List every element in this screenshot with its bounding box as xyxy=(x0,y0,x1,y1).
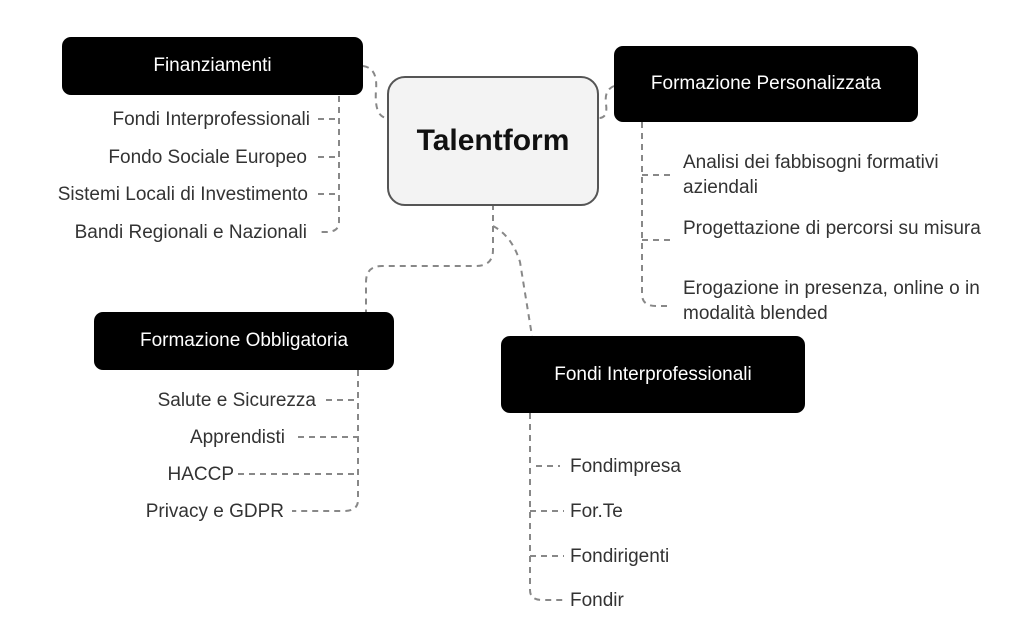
link-center-fondi xyxy=(492,225,533,337)
link-center-finanziamenti xyxy=(362,65,389,119)
central-node[interactable]: Talentform xyxy=(387,76,599,206)
central-label: Talentform xyxy=(416,124,570,157)
link-center-personalizzata xyxy=(598,85,615,119)
leaf-personalizzata-1: Analisi dei fabbisogni formativi azienda… xyxy=(683,152,939,198)
leaf-finanziamenti-1: Fondi Interprofessionali xyxy=(112,109,311,130)
leaf-obbligatoria-2: Apprendisti xyxy=(189,427,285,448)
leaf-finanziamenti-3: Sistemi Locali di Investimento xyxy=(57,184,308,205)
leaf-fondi-1: Fondimpresa xyxy=(570,456,681,477)
leaf-obbligatoria-4: Privacy e GDPR xyxy=(145,501,284,522)
node-personalizzata-label: Formazione Personalizzata xyxy=(650,73,882,94)
node-finanziamenti[interactable]: Finanziamenti xyxy=(62,37,363,95)
link-center-obbligatoria xyxy=(365,204,494,312)
leaf-fondi-2: For.Te xyxy=(570,501,623,522)
leaf-finanziamenti-4: Bandi Regionali e Nazionali xyxy=(74,222,307,243)
node-finanziamenti-label: Finanziamenti xyxy=(153,55,272,76)
leaf-finanziamenti-2: Fondo Sociale Europeo xyxy=(108,147,307,168)
node-formazione-obbligatoria[interactable]: Formazione Obbligatoria xyxy=(94,312,394,370)
node-fondi-interprofessionali[interactable]: Fondi Interprofessionali xyxy=(501,336,805,413)
leaf-personalizzata-2: Progettazione di percorsi su misura xyxy=(683,218,981,239)
node-fondi-label: Fondi Interprofessionali xyxy=(554,363,752,385)
node-formazione-personalizzata[interactable]: Formazione Personalizzata xyxy=(614,46,918,122)
node-obbligatoria-label: Formazione Obbligatoria xyxy=(139,330,349,351)
leaf-obbligatoria-3: HACCP xyxy=(167,464,234,485)
leaf-fondi-4: Fondir xyxy=(570,590,624,611)
leaf-fondi-3: Fondirigenti xyxy=(570,546,670,567)
leaf-personalizzata-3: Erogazione in presenza, online o in moda… xyxy=(683,278,980,324)
leaf-obbligatoria-1: Salute e Sicurezza xyxy=(157,390,316,411)
